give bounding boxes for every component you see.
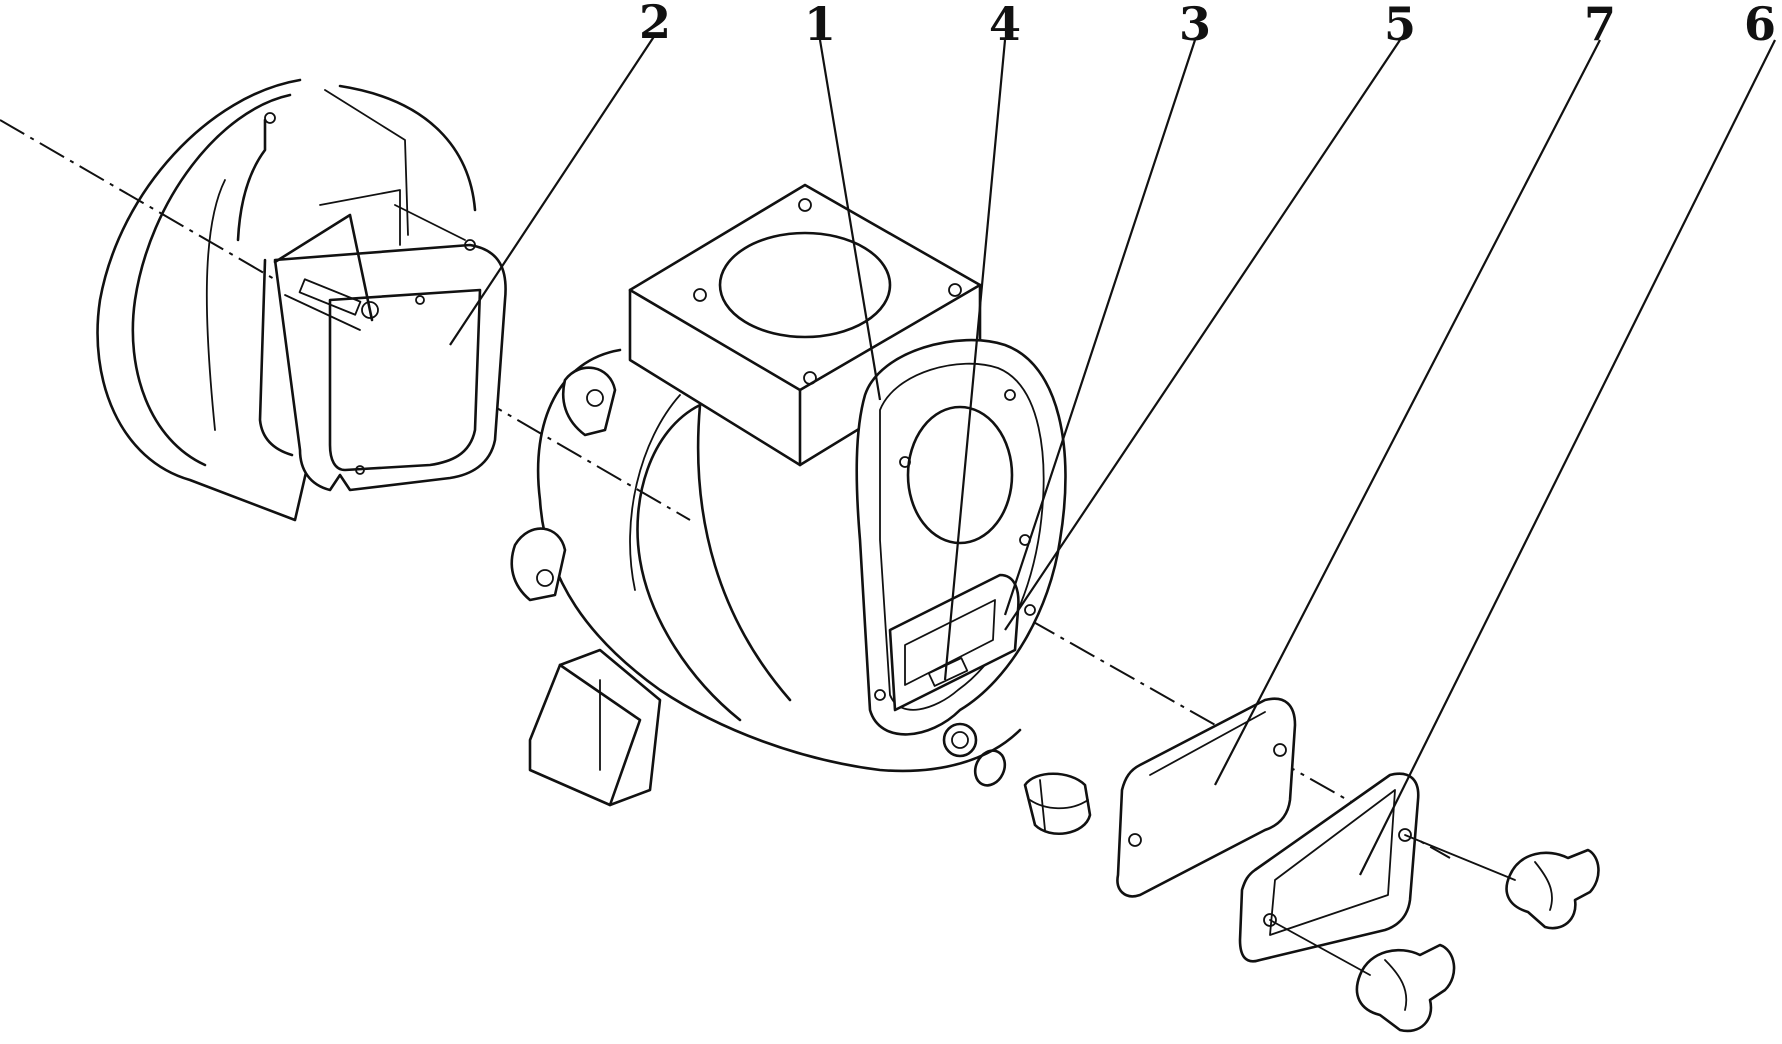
callout-6: 6	[1744, 0, 1776, 51]
leader-6	[1359, 39, 1776, 876]
pump-casing-part	[510, 183, 1067, 807]
callout-7: 7	[1584, 0, 1616, 51]
callout-2: 2	[639, 0, 671, 49]
callout-5: 5	[1384, 0, 1416, 51]
callout-1: 1	[804, 0, 836, 51]
gasket-part	[1116, 697, 1297, 898]
callout-4: 4	[989, 0, 1021, 51]
knob-part-upper	[1505, 848, 1600, 930]
knob-part-lower	[1355, 943, 1456, 1033]
leader-7	[1214, 39, 1601, 786]
leader-4	[943, 39, 1007, 681]
rear-cover-part	[96, 78, 507, 522]
callout-3: 3	[1179, 0, 1211, 51]
leader-2	[449, 34, 656, 346]
cover-frame-part	[1238, 772, 1420, 963]
drain-plug-part	[1023, 772, 1092, 835]
o-ring-part	[973, 749, 1007, 787]
leader-1	[818, 39, 882, 401]
leader-5	[1004, 39, 1401, 631]
knob-axis-upper	[1404, 834, 1516, 881]
center-axis-main	[0, 119, 691, 521]
leader-3	[1003, 39, 1197, 616]
knob-axis-lower	[1269, 919, 1371, 976]
